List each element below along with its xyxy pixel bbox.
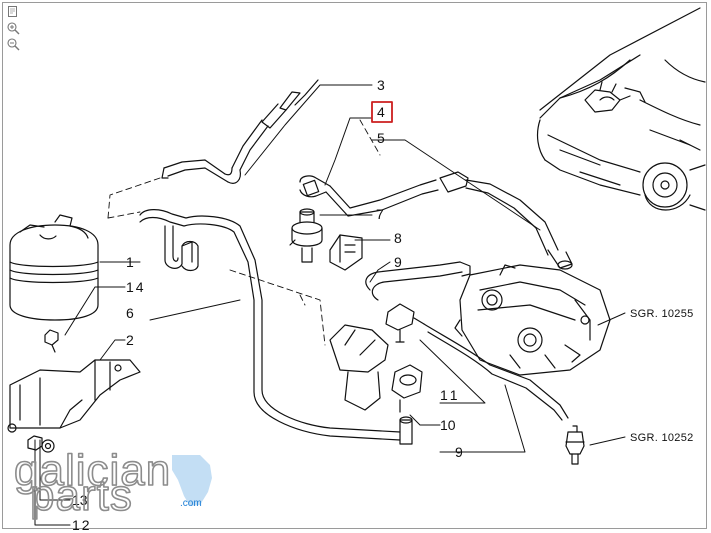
parts-12-13-nut-washer <box>27 435 55 453</box>
callout-8: 8 <box>394 230 402 246</box>
intake-manifold <box>454 264 611 376</box>
part-11-connector <box>385 303 425 343</box>
galicianparts-watermark: galician parts .com <box>13 445 212 521</box>
part-3-breather-hose <box>161 79 319 184</box>
zoom-out-icon[interactable] <box>6 37 20 51</box>
part-9-hose-lower <box>423 323 569 421</box>
part-8-bracket <box>329 234 363 271</box>
callout-9-upper: 9 <box>394 254 402 270</box>
watermark-line2: parts <box>30 471 133 520</box>
callout-13: 13 <box>72 492 88 508</box>
reference-sgr-10252[interactable]: SGR. 10252 <box>630 432 694 444</box>
leader-lines <box>34 84 626 526</box>
callout-4-highlight <box>371 101 393 123</box>
zoom-toolbar <box>6 5 22 53</box>
callout-9-lower: 9 <box>455 444 463 460</box>
part-6-hose <box>139 209 413 445</box>
callout-14: 14 <box>126 279 146 295</box>
callout-labels: 3 4 5 7 8 9 1 14 6 2 11 10 9 13 12 SGR. … <box>72 77 694 533</box>
watermark-line1: galician <box>14 446 171 495</box>
part-4-vacuum-hose <box>299 175 439 217</box>
part-10-valve-bracket <box>329 324 423 413</box>
zoom-in-icon[interactable] <box>6 21 20 35</box>
callout-11: 11 <box>440 387 461 403</box>
callout-3: 3 <box>377 77 385 93</box>
part-9-hose-upper <box>365 261 471 301</box>
sensor-part <box>565 425 585 465</box>
callout-12: 12 <box>72 517 92 533</box>
dashed-guides <box>107 119 381 346</box>
part-14-bolt <box>44 329 59 353</box>
page-fit-icon[interactable] <box>6 5 20 19</box>
callout-10: 10 <box>440 417 456 433</box>
callout-7: 7 <box>376 206 384 222</box>
callout-1: 1 <box>126 254 134 270</box>
part-7-solenoid-valve <box>289 208 323 263</box>
car-inset-illustration <box>536 7 706 211</box>
reference-sgr-10255[interactable]: SGR. 10255 <box>630 308 694 320</box>
callout-5: 5 <box>377 130 385 146</box>
watermark-domain: .com <box>180 498 202 509</box>
part-2-bracket <box>7 359 141 433</box>
callout-6: 6 <box>126 305 134 321</box>
callout-2: 2 <box>126 332 134 348</box>
part-1-canister <box>9 214 99 321</box>
callout-4[interactable]: 4 <box>377 104 385 120</box>
part-5-hose <box>439 171 573 270</box>
